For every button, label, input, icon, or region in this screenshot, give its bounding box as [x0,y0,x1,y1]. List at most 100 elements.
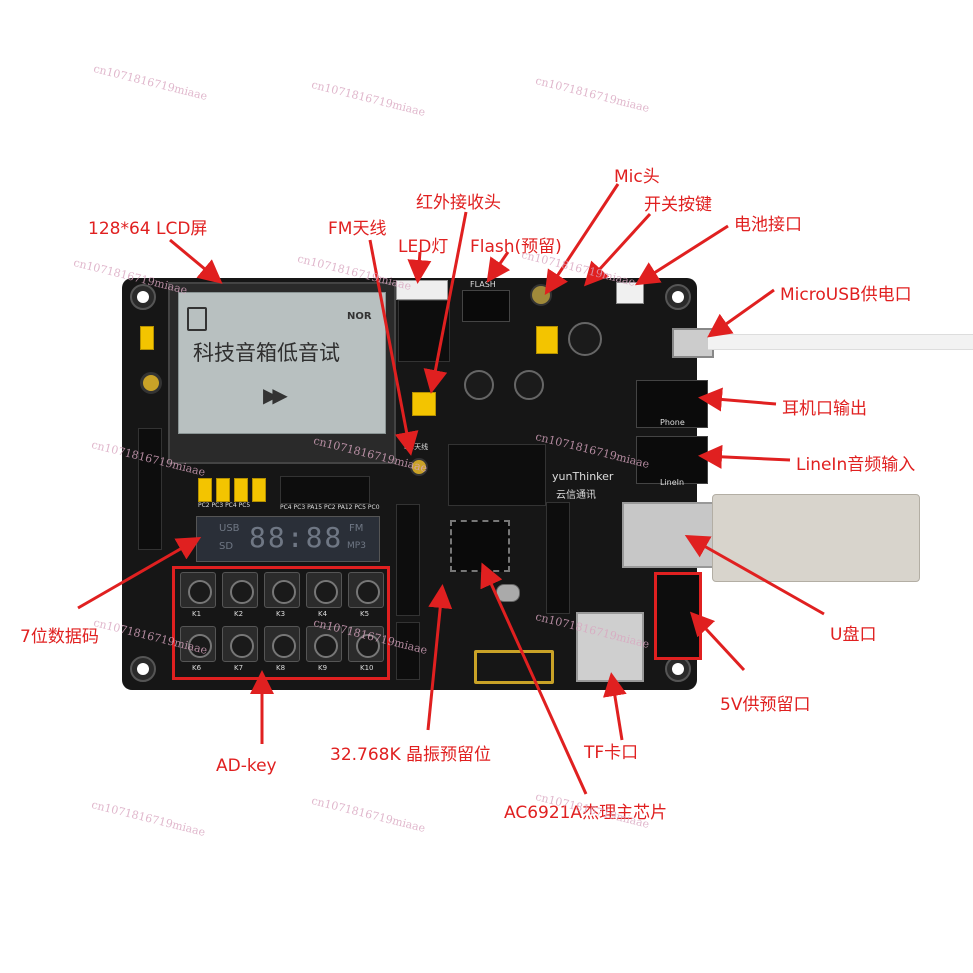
arrow-5v [689,611,746,672]
label-adkey: AD-key [216,756,277,776]
key-label: K8 [276,664,286,672]
key-k1[interactable] [180,572,216,608]
tf-card-slot [576,612,644,682]
label-microusb: MicroUSB供电口 [780,285,912,305]
linein-silk: LineIn [660,478,685,487]
power-switch [616,282,644,304]
pin-header [138,428,162,550]
mount-hole [665,284,691,310]
arrow-battery [634,224,729,286]
arrow-udisk [684,535,825,616]
pins-silk: PC2 PC3 PC4 PC5 [198,502,251,509]
arrow-flash [486,251,511,283]
capacitor [464,370,494,400]
key-k5[interactable] [348,572,384,608]
usb-cable [708,334,973,350]
label-ir: 红外接收头 [416,193,501,213]
lcd-file-icon [187,307,207,331]
usb-flash-drive [712,494,920,582]
label-mic: Mic头 [614,167,660,187]
lcd-screen: NOR 科技音箱低音试 ▶▶ [178,292,386,434]
key-k10[interactable] [348,626,384,662]
mount-hole [130,656,156,682]
pin-header [396,622,420,680]
label-5v: 5V供预留口 [720,695,811,715]
flash-silk: FLASH [470,280,496,289]
jumper [140,326,154,350]
label-tf: TF卡口 [584,743,639,763]
key-label: K5 [360,610,370,618]
key-label: K9 [318,664,328,672]
label-led: LED灯 [398,237,449,257]
capacitor [514,370,544,400]
key-k7[interactable] [222,626,258,662]
arrow-mic [544,183,620,296]
key-k9[interactable] [306,626,342,662]
lcd-title: 科技音箱低音试 [193,341,340,365]
key-label: K2 [234,610,244,618]
arrow-crystal [426,584,453,731]
flash-chip [462,290,510,322]
brand-cn-silk: 云信通讯 [556,490,596,501]
arrow-linein [698,444,791,469]
arrow-headphone [698,387,777,412]
ad-key-box [172,566,390,680]
label-7seg: 7位数据码 [20,627,99,647]
label-switch: 开关按键 [644,195,712,215]
brand-silk: yunThinker [552,470,614,483]
label-linein: LineIn音频输入 [796,455,916,475]
label-battery: 电池接口 [734,215,802,235]
fm-antenna-pad [410,458,428,476]
buzzer [140,372,162,394]
arrow-lcd [169,238,223,284]
headphone-jack [636,380,708,428]
seven-segment-display: USB SD 88:88 FM MP3 [196,516,380,562]
phone-silk: Phone [660,418,685,427]
key-k4[interactable] [306,572,342,608]
pin-header [448,444,546,506]
key-k3[interactable] [264,572,300,608]
key-label: K1 [192,610,202,618]
label-crystal: 32.768K 晶振预留位 [330,745,492,765]
pin-header [280,476,370,504]
arrow-7seg [77,537,202,610]
label-headphone: 耳机口输出 [782,399,867,419]
linein-jack [636,436,708,484]
lcd-bezel: NOR 科技音箱低音试 ▶▶ [168,282,396,464]
mount-hole [130,284,156,310]
label-lcd: 128*64 LCD屏 [88,219,208,239]
label-udisk: U盘口 [830,625,877,645]
capacitor [568,322,602,356]
key-label: K7 [234,664,244,672]
pcb-antenna [474,650,554,684]
seg-mp3: MP3 [347,541,366,551]
pc-jumpers [198,478,266,502]
arrow-chip [480,562,588,795]
pin-header [546,502,570,614]
key-label: K4 [318,610,328,618]
label-chip: AC6921A杰理主芯片 [504,803,668,823]
pin-header [398,300,450,362]
seg-digits: 88:88 [249,521,344,554]
arrow-microusb [707,288,775,338]
arrow-switch [583,212,652,287]
arrow-ir [423,211,468,394]
arrow-led [407,251,432,284]
key-k2[interactable] [222,572,258,608]
seg-fm: FM [349,523,364,534]
seg-usb: USB [219,523,240,534]
pins2-silk: PC4 PC3 PA15 PC2 PA12 PC5 PC0 [280,504,380,511]
label-fm-antenna: FM天线 [328,219,387,239]
jumper [536,326,558,354]
key-label: K10 [360,664,374,672]
label-flash: Flash(预留) [470,237,562,257]
key-label: K6 [192,664,202,672]
seg-sd: SD [219,541,234,552]
arrow-tf [603,672,627,741]
arrow-fm [368,239,419,456]
key-label: K3 [276,610,286,618]
key-k8[interactable] [264,626,300,662]
key-k6[interactable] [180,626,216,662]
pin-header [396,504,420,616]
